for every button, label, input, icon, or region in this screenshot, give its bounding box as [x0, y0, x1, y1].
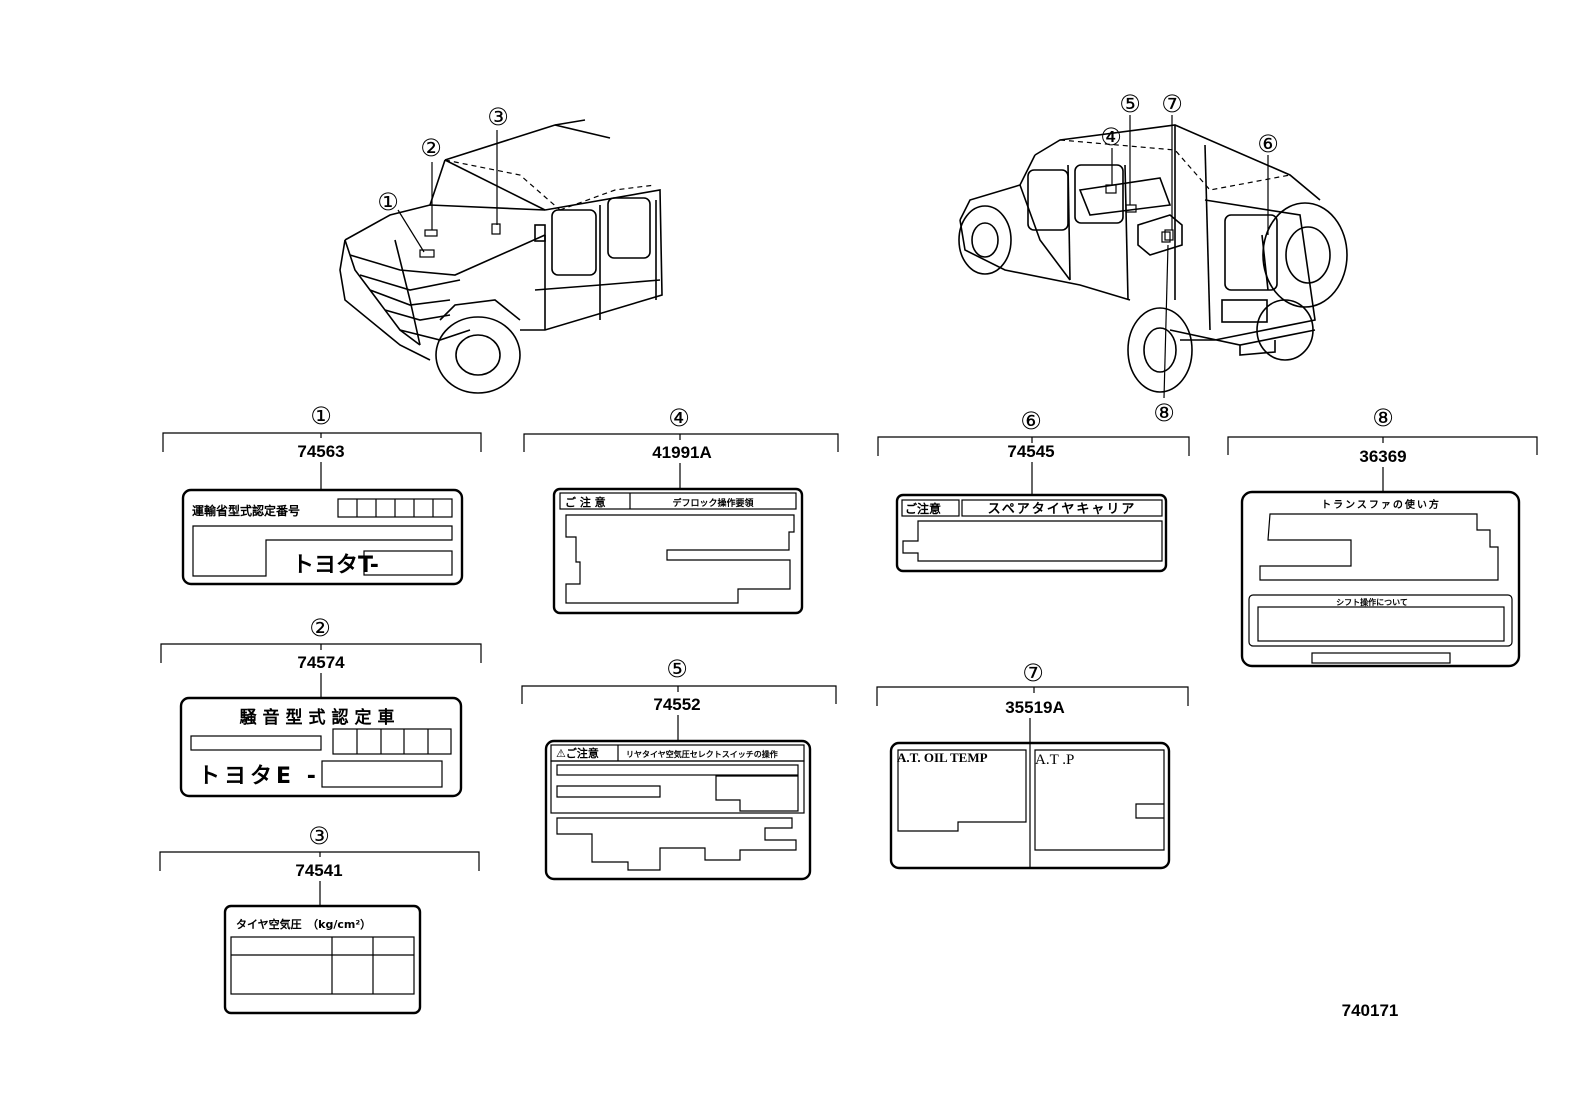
label-74574-code: トヨタE -	[198, 764, 320, 789]
diagram-reference-number: 740171	[1342, 1001, 1399, 1020]
label-group-1: ① 74563 運輸省型式認定番号 トヨタT-	[162, 402, 482, 586]
label-4-callout: ④	[668, 404, 690, 432]
part-number-74563: 74563	[297, 442, 344, 461]
label-5-callout: ⑤	[666, 655, 688, 683]
rear-vehicle-illustration	[958, 115, 1348, 399]
label-36369-title: トランスファの使い方	[1321, 498, 1441, 511]
label-74563-title: 運輸省型式認定番号	[192, 503, 300, 518]
label-41991A	[552, 487, 804, 615]
part-number-74552: 74552	[653, 695, 700, 714]
label-74545-title: スペアタイヤキャリア	[988, 502, 1137, 517]
label-6-callout: ⑥	[1020, 407, 1042, 435]
rear-callout-7: ⑦	[1161, 90, 1183, 118]
rear-callout-6: ⑥	[1257, 130, 1279, 158]
label-2-callout: ②	[309, 614, 331, 642]
label-74563-code: トヨタT-	[292, 553, 379, 578]
label-3-callout: ③	[308, 822, 330, 850]
label-74552-head: ⚠ご注意	[556, 746, 599, 760]
label-8-callout: ⑧	[1372, 404, 1394, 432]
label-35519A-left: A.T. OIL TEMP	[897, 750, 988, 765]
label-36369-sub: シフト操作について	[1336, 597, 1408, 607]
rear-callout-8: ⑧	[1153, 399, 1175, 427]
label-group-4: ④ 41991A ご 注 意 デフロック操作要領	[523, 404, 839, 615]
label-74545-head: ご注意	[905, 501, 941, 516]
label-74545	[895, 493, 1168, 573]
front-callout-2: ②	[420, 134, 442, 162]
label-74552	[544, 739, 812, 881]
front-callout-1: ①	[377, 188, 399, 216]
rear-callout-5: ⑤	[1119, 90, 1141, 118]
part-number-74574: 74574	[297, 653, 345, 672]
label-group-8: ⑧ 36369 トランスファの使い方 シフト操作について	[1227, 404, 1538, 668]
label-74541	[223, 904, 422, 1015]
label-group-7: ⑦ 35519A A.T. OIL TEMP A.T .P	[876, 659, 1189, 870]
label-74563	[181, 488, 464, 586]
label-1-callout: ①	[310, 402, 332, 430]
label-41991A-head: ご 注 意	[565, 495, 606, 509]
label-74552-title: リヤタイヤ空気圧セレクトスイッチの操作	[626, 749, 778, 759]
part-number-41991A: 41991A	[652, 443, 712, 462]
label-group-5: ⑤ 74552 ⚠ご注意 リヤタイヤ空気圧セレクトスイッチの操作	[521, 655, 837, 881]
label-41991A-title: デフロック操作要領	[672, 497, 754, 509]
part-number-74545: 74545	[1007, 442, 1054, 461]
label-group-3: ③ 74541 タイヤ空気圧 （kg/cm²）	[159, 822, 480, 1015]
label-36369	[1240, 490, 1521, 668]
rear-callout-4: ④	[1100, 123, 1122, 151]
label-35519A-right: A.T .P	[1035, 752, 1074, 768]
label-group-6: ⑥ 74545 ご注意 スペアタイヤキャリア	[877, 407, 1190, 573]
label-74574-title: 騒音型式認定車	[240, 707, 401, 728]
front-callout-3: ③	[487, 103, 509, 131]
part-number-35519A: 35519A	[1005, 698, 1065, 717]
part-number-74541: 74541	[295, 861, 342, 880]
label-group-2: ② 74574 騒音型式認定車 トヨタE -	[160, 614, 482, 798]
label-74541-title: タイヤ空気圧 （kg/cm²）	[236, 917, 371, 931]
label-7-callout: ⑦	[1022, 659, 1044, 687]
part-number-36369: 36369	[1359, 447, 1406, 466]
front-vehicle-illustration	[339, 119, 663, 394]
